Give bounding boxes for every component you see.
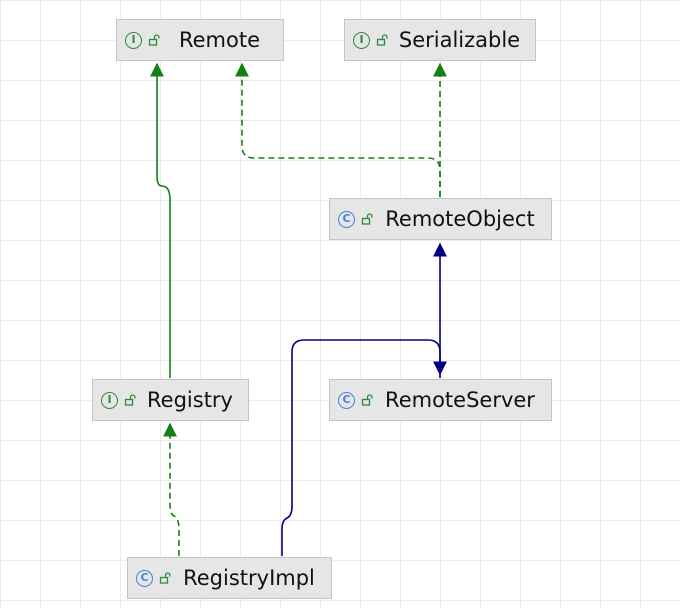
edge-remoteobject-to-remote [235, 62, 441, 197]
node-label: Serializable [398, 28, 521, 52]
unlock-icon [376, 34, 388, 46]
node-label: RemoteObject [385, 207, 535, 231]
unlock-icon [159, 572, 171, 584]
node-remote-object[interactable]: C RemoteObject [329, 198, 552, 240]
unlock-icon [148, 34, 160, 46]
node-remote-server[interactable]: C RemoteServer [329, 379, 552, 421]
node-remote[interactable]: I Remote [116, 19, 284, 61]
interface-icon: I [101, 391, 118, 409]
edge-registryimpl-to-remoteserver [281, 339, 447, 556]
class-icon: C [338, 391, 355, 409]
node-registry-impl[interactable]: C RegistryImpl [127, 557, 332, 599]
node-label: Registry [147, 388, 233, 412]
node-serializable[interactable]: I Serializable [344, 19, 536, 61]
class-icon: C [136, 569, 153, 587]
node-label: RemoteServer [385, 388, 535, 412]
interface-icon: I [353, 31, 370, 49]
interface-icon: I [125, 31, 142, 49]
node-label: Remote [178, 28, 261, 52]
unlock-icon [361, 213, 373, 225]
node-label: RegistryImpl [183, 566, 315, 590]
unlock-icon [124, 394, 136, 406]
edge-registry-to-remote [150, 62, 171, 378]
edge-registryimpl-to-registry [163, 422, 180, 556]
node-registry[interactable]: I Registry [92, 379, 249, 421]
unlock-icon [361, 394, 373, 406]
class-icon: C [338, 210, 355, 228]
